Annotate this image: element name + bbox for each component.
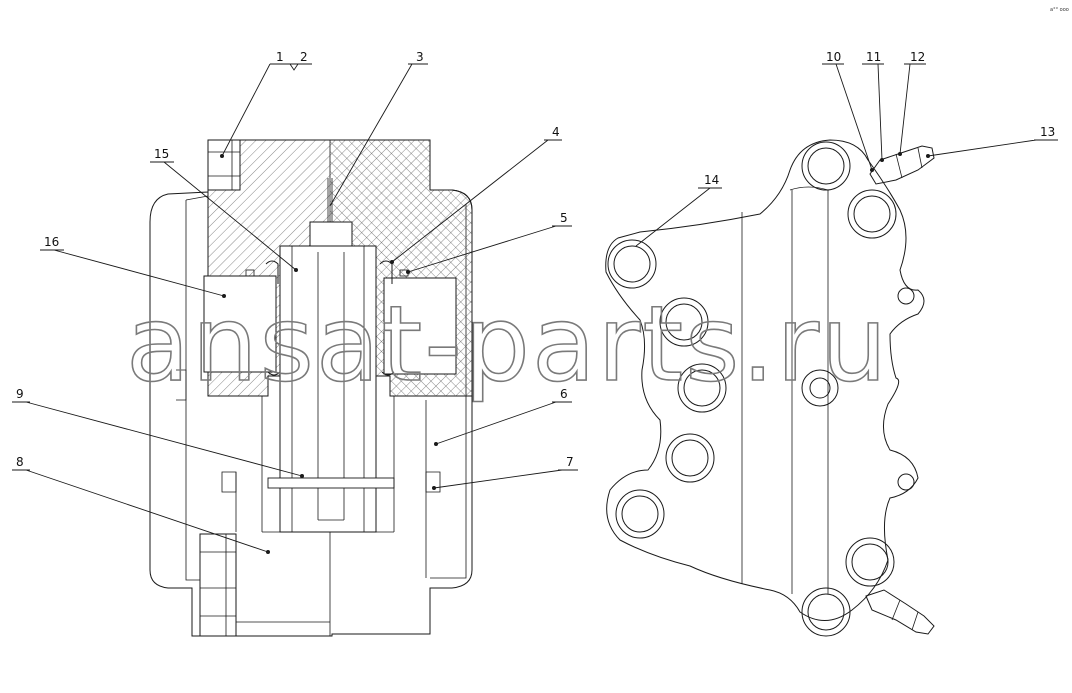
callout-label-12: 12	[910, 50, 925, 64]
leader-line-9	[12, 401, 303, 477]
callout-label-9: 9	[16, 387, 24, 401]
leader-line-1	[221, 63, 312, 157]
leader-line-16	[40, 249, 225, 297]
callout-label-2: 2	[300, 50, 308, 64]
corner-mark: a°° ooo	[1050, 7, 1069, 13]
leader-line-11	[862, 63, 884, 161]
leader-line-6	[435, 401, 572, 445]
callout-label-4: 4	[552, 125, 560, 139]
leader-line-7	[433, 469, 578, 489]
leader-line-13	[927, 139, 1058, 157]
section-view	[149, 139, 473, 637]
callout-label-11: 11	[866, 50, 881, 64]
callout-label-15: 15	[154, 147, 169, 161]
watermark-text: ansat-parts.ru	[126, 283, 889, 405]
leader-line-8	[12, 469, 269, 553]
leader-line-14	[635, 187, 722, 247]
callout-label-1: 1	[276, 50, 284, 64]
leader-line-3	[329, 63, 428, 207]
callout-label-6: 6	[560, 387, 568, 401]
callout-label-10: 10	[826, 50, 841, 64]
callout-label-3: 3	[416, 50, 424, 64]
callout-label-8: 8	[16, 455, 24, 469]
leader-line-4	[391, 139, 562, 263]
callout-label-13: 13	[1040, 125, 1055, 139]
callout-label-7: 7	[566, 455, 574, 469]
callout-label-5: 5	[560, 211, 568, 225]
leader-line-10	[822, 63, 873, 171]
callouts: 1 2 3 4 5 6 7 8 9 10	[12, 50, 1058, 554]
leader-line-15	[150, 161, 297, 271]
callout-label-16: 16	[44, 235, 59, 249]
callout-label-14: 14	[704, 173, 719, 187]
exterior-view	[605, 139, 935, 637]
leader-line-12	[899, 63, 926, 155]
leader-line-5	[407, 225, 572, 273]
